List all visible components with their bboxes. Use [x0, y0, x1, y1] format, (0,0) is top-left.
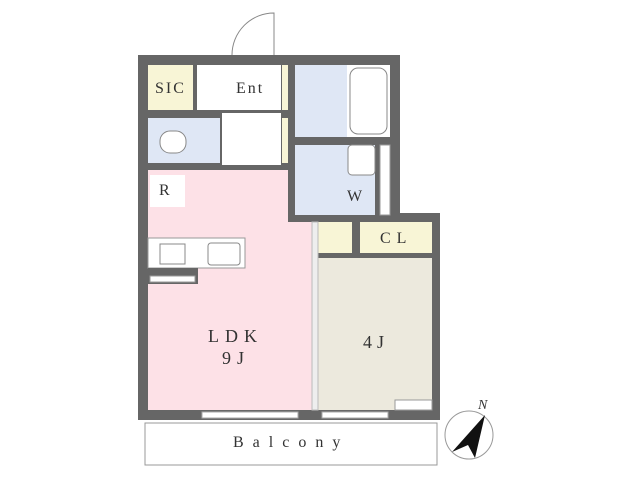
entrance-room — [197, 65, 281, 110]
label-bedroom-size: 4J — [363, 332, 390, 352]
shelf — [149, 275, 196, 283]
window-bedroom — [321, 411, 389, 419]
label-ldk-size: 9J — [222, 348, 251, 368]
refrigerator-space — [150, 175, 185, 207]
closet — [360, 222, 432, 253]
bedroom — [318, 258, 432, 410]
shoe-shelf-2 — [282, 118, 288, 163]
hall — [222, 113, 281, 165]
label-ldk: LDK — [208, 326, 263, 346]
label-entrance: Ent — [236, 80, 265, 97]
stove-icon — [159, 243, 186, 265]
sliding-door — [311, 221, 319, 411]
sink-kitchen-icon — [207, 242, 241, 266]
balcony — [144, 422, 438, 466]
sink-icon — [347, 144, 376, 176]
washer-space — [379, 144, 391, 216]
bathtub-icon — [349, 67, 388, 135]
entrance-door — [231, 12, 275, 56]
label-washroom: W — [347, 188, 365, 205]
ldk-room — [148, 170, 312, 410]
label-balcony: Balcony — [233, 434, 350, 451]
small-storage — [318, 222, 352, 253]
label-sic: SIC — [155, 80, 186, 97]
label-north: N — [478, 398, 490, 413]
label-refrigerator: R — [159, 182, 172, 199]
bedroom-shelf — [394, 399, 433, 411]
north-arrow-icon — [452, 415, 485, 458]
shoe-shelf — [282, 65, 288, 110]
label-closet: CL — [380, 230, 413, 247]
window-ldk — [201, 411, 299, 419]
toilet-icon — [159, 130, 187, 154]
sic-room — [148, 65, 193, 110]
